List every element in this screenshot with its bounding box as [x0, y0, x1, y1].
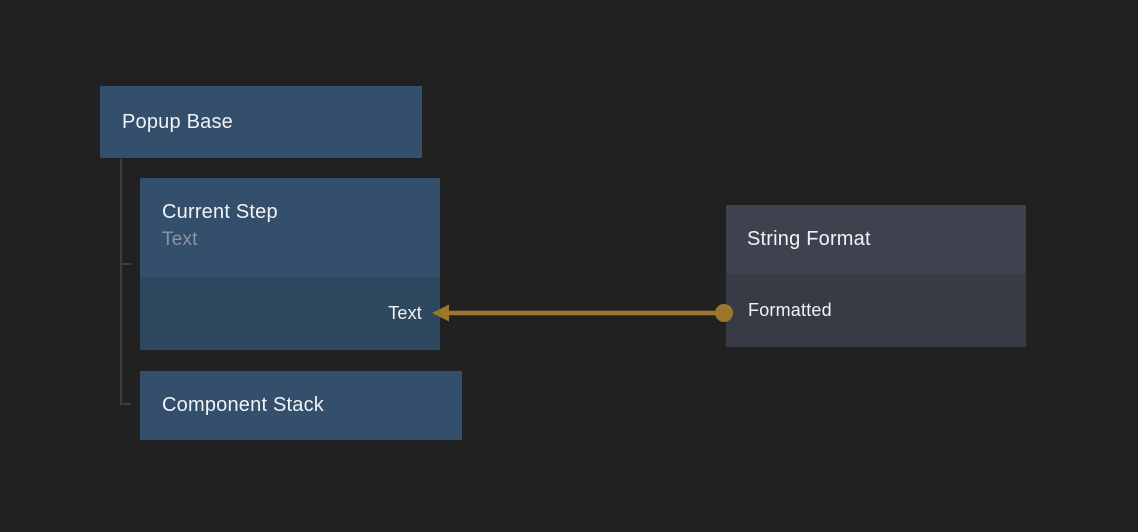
input-port-row[interactable]: Text [140, 277, 440, 350]
node-component-stack[interactable]: Component Stack [140, 371, 462, 440]
output-port-row[interactable]: Formatted [726, 274, 1026, 347]
input-port-label: Text [388, 303, 422, 323]
node-title: String Format [747, 228, 871, 250]
node-popup-base[interactable]: Popup Base [100, 86, 422, 158]
node-header: String Format [726, 205, 1026, 274]
node-title: Popup Base [122, 110, 233, 133]
hierarchy-connector-stub-current-step [120, 263, 131, 265]
hierarchy-connector-vertical [120, 159, 122, 404]
node-subtitle: Text [162, 229, 198, 250]
connection-edge[interactable] [432, 304, 733, 322]
output-port-label: Formatted [748, 300, 832, 320]
node-current-step[interactable]: Current Step Text Text [140, 178, 440, 350]
node-title: Current Step [162, 201, 278, 223]
node-title: Component Stack [162, 394, 324, 416]
node-string-format[interactable]: String Format Formatted [726, 205, 1026, 347]
node-header: Current Step Text [140, 178, 440, 277]
hierarchy-connector-stub-component-stack [120, 403, 131, 405]
